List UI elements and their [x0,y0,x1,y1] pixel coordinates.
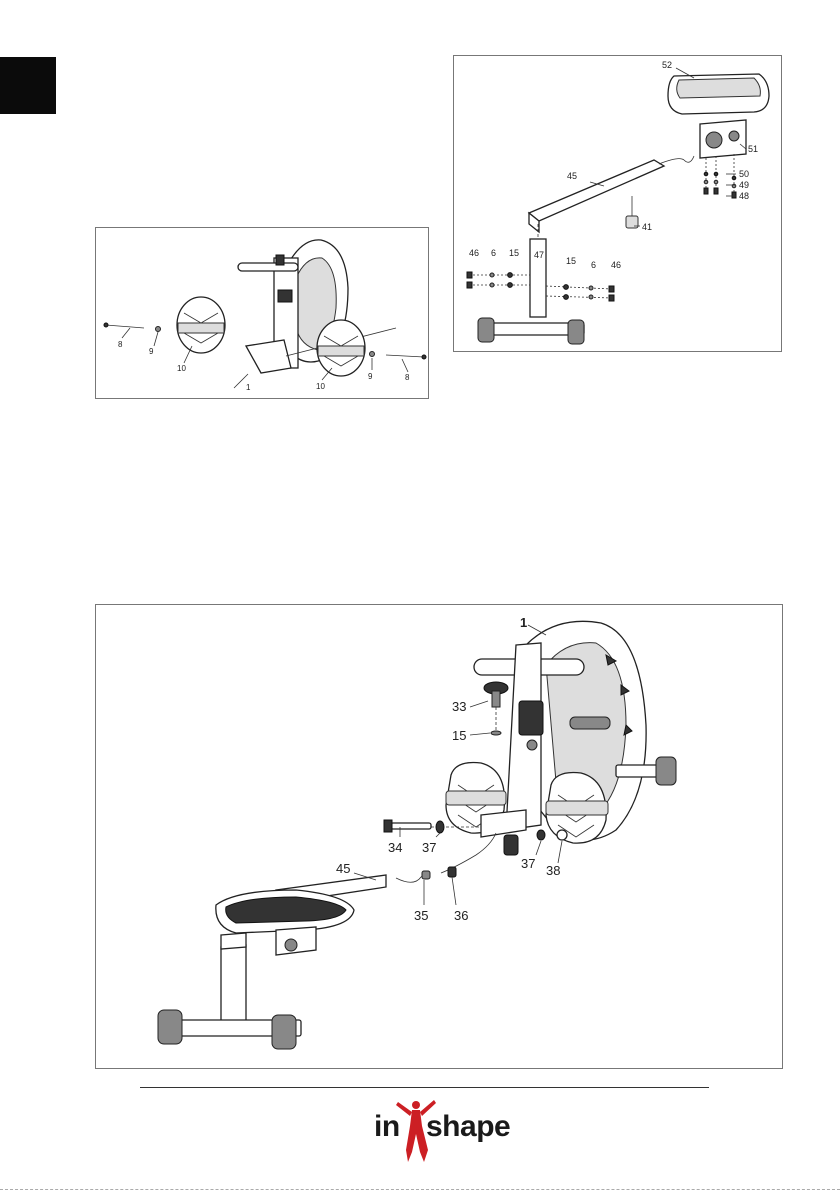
label-33: 33 [452,699,466,714]
label-41: 41 [642,222,652,232]
label-45: 45 [336,861,350,876]
footer-rule [140,1087,709,1088]
label-15-left: 15 [509,248,519,258]
label-6-left: 6 [491,248,496,258]
rear-stabilizer [478,318,584,344]
handlebar [238,263,298,271]
footrest-left [177,297,225,353]
label-49: 49 [739,180,749,190]
logo-text-shape: shape [426,1110,510,1144]
rail [529,160,664,221]
footrest-diagram: 8 9 10 1 10 9 8 [96,228,430,400]
label-48: 48 [739,191,749,201]
label-46-right: 46 [611,260,621,270]
label-52: 52 [662,60,672,70]
label-47: 47 [534,250,544,260]
label-9-left: 9 [149,347,154,356]
label-35: 35 [414,908,428,923]
label-37-right: 37 [521,856,535,871]
support-leg [221,945,246,1025]
bolt-34 [391,823,431,829]
figure-rail-to-frame-assembly: 1 33 15 34 37 37 38 45 35 36 [95,604,783,1069]
label-46-left: 46 [469,248,479,258]
logo-text-in: in [374,1110,400,1144]
label-36: 36 [454,908,468,923]
figure-seat-rail-assembly: 52 51 45 50 49 48 41 46 6 15 47 15 6 46 [453,55,782,352]
label-10-left: 10 [177,364,186,373]
label-6-right: 6 [591,260,596,270]
label-1: 1 [520,615,527,630]
rail-frame-diagram: 1 33 15 34 37 37 38 45 35 36 [96,605,784,1070]
label-10-right: 10 [316,382,325,391]
seat [668,74,769,114]
label-51: 51 [748,144,758,154]
label-1: 1 [246,383,251,392]
label-9-right: 9 [368,372,373,381]
console [519,701,543,735]
label-8-right: 8 [405,373,410,382]
label-15: 15 [452,728,466,743]
label-50: 50 [739,169,749,179]
page-cut-line [0,1189,840,1190]
seat-rail-diagram: 52 51 45 50 49 48 41 46 6 15 47 15 6 46 [454,56,783,353]
label-38: 38 [546,863,560,878]
footrest-right [317,320,365,376]
figure-footrest-assembly: 8 9 10 1 10 9 8 [95,227,429,399]
label-8-left: 8 [118,340,123,349]
language-tab [0,57,56,114]
label-15-right: 15 [566,256,576,266]
label-34: 34 [388,840,402,855]
label-37-left: 37 [422,840,436,855]
seat [216,890,354,933]
knob-33 [484,682,508,707]
label-45: 45 [567,171,577,181]
